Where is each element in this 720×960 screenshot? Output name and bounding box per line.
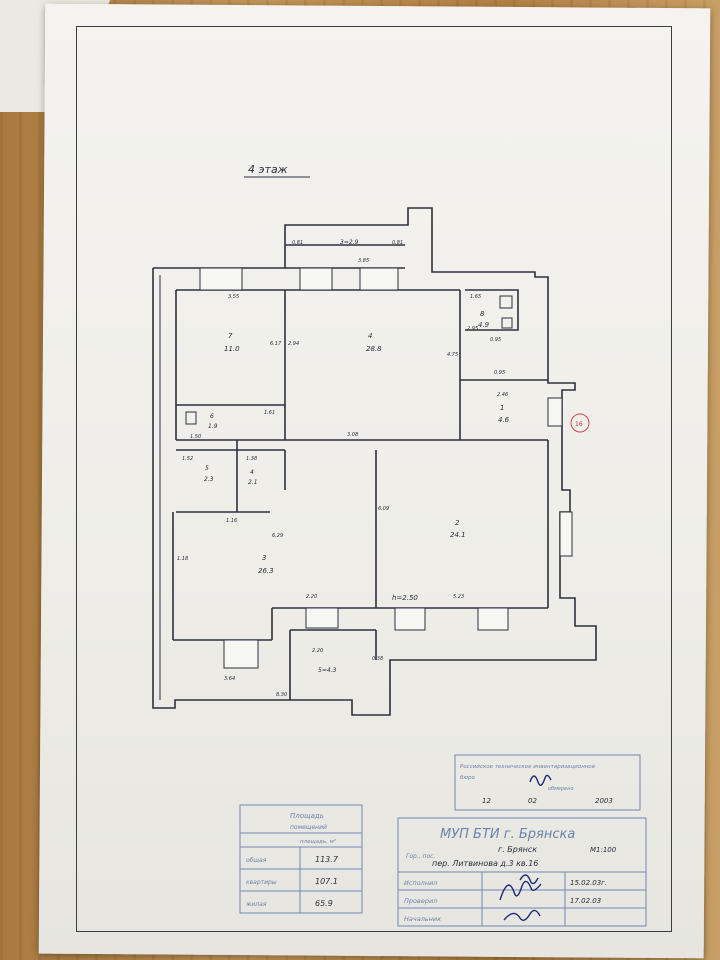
stamp-year: 2003 [595,797,613,805]
dimension-label: 1.52 [182,456,193,462]
apartment-number: 16 [575,421,583,428]
dimension-label: 6.29 [272,533,283,539]
areas-row-value: 113.7 [315,855,339,864]
room-number: 2 [455,519,460,527]
city-name: г. Брянск [498,845,537,854]
window [223,639,259,669]
dimension-label: 3.55 [228,294,239,300]
room-number: 3 [262,554,266,562]
outer-wall [152,207,597,716]
dimension-label: 5.23 [453,594,464,600]
dimension-label: 2.20 [306,594,317,600]
areas-row-label: общая [246,857,267,864]
areas-row-value: 107.1 [315,877,338,886]
window [477,607,509,631]
stamp-date-month: 02 [528,797,537,805]
room-area: 11.0 [224,345,240,353]
dimension-label: 1.18 [177,556,188,562]
room-number: 4 [250,469,254,476]
room-number: 5 [205,465,209,472]
dimension-label: 1.16 [226,518,237,524]
dimension-label: 0.81 [392,240,403,246]
stamp-date-day: 12 [482,797,491,805]
room-number: 4 [368,332,372,340]
room-number: 8 [480,310,485,318]
drawing-frame [76,26,672,932]
dimension-label: 2.94 [288,341,299,347]
dimension-label: 2.95 [467,326,478,332]
window [305,607,339,629]
signature [499,880,542,901]
areas-table-stamp [239,804,363,914]
room-area: 28.8 [366,345,382,353]
room-area: 4.6 [498,416,510,424]
ceiling-height: h=2.50 [392,594,418,602]
window [299,267,333,291]
dimension-label: 1.65 [470,294,481,300]
org-name: МУП БТИ г. Брянска [440,827,575,842]
room-area: 4.9 [478,321,490,329]
window [199,267,243,291]
dimension-label: 8.30 [276,692,287,698]
address: пер. Литвинова д.3 кв.16 [432,859,538,868]
title-row-date: 17.02.03 [570,897,601,905]
dimension-label: 0.38 [372,656,383,662]
dimension-label: 6.17 [270,341,282,347]
dimension-label: 0.81 [292,240,303,246]
dimension-label: 0.95 [494,370,505,376]
dimension-label: 3.85 [358,258,369,264]
sink-fixture [501,317,513,329]
window [359,267,399,291]
stamp-signature [529,774,552,786]
stamp-line: Российское техническое инвентаризационно… [460,764,596,770]
dimension-label: 2.46 [497,392,508,398]
dimension-label: 2.20 [312,648,323,654]
title-row-label: Начальник [404,915,441,923]
stamp-line: обмерено [548,786,574,792]
areas-row-label: жилая [245,901,267,908]
dimension-label: 6.09 [378,506,389,512]
city-label: Гор., пос. [406,853,435,860]
room-area: 26.3 [258,567,274,575]
dimension-label: 1.38 [246,456,257,462]
areas-header: помещений [290,824,327,831]
areas-row-value: 65.9 [315,899,333,908]
stamp-line: бюро [460,775,476,781]
inventory-stamp [454,754,641,811]
dimension-label: 1.61 [264,410,275,416]
floor-title: 4 этаж [248,163,288,176]
apartment-circle-marker [570,413,590,433]
balcony-label: 3=2.9 [340,239,359,246]
interior-walls [172,244,549,700]
dimension-label: 1.50 [190,434,201,440]
room-number: 7 [228,332,233,340]
areas-header: Площадь [290,812,324,820]
title-row-label: Проверил [404,897,437,905]
toilet-fixture [185,411,197,425]
title-row-date: 15.02.03г. [570,879,607,887]
areas-row-label: квартиры [246,879,277,886]
window [559,511,573,557]
signature [503,909,541,921]
dimension-label: 3.64 [224,676,235,682]
room-area: 1.9 [208,423,218,430]
window [394,607,426,631]
room-area: 2.3 [204,476,214,483]
dimension-label: 0.95 [490,337,501,343]
window [547,397,563,427]
signature [519,874,539,885]
dimension-label: 3.08 [347,432,358,438]
title-row-label: Исполнил [404,879,437,887]
room-area: 24.1 [450,531,466,539]
dimension-label: 4.75 [447,352,458,358]
drawing-scale: М1:100 [590,846,617,854]
room-number: 6 [210,413,214,420]
balcony-label: 5=4.3 [318,667,337,674]
room-number: 1 [500,404,504,412]
bath-fixture [499,295,513,309]
room-area: 2.1 [248,479,258,486]
areas-unit: площадь, м² [300,838,337,845]
